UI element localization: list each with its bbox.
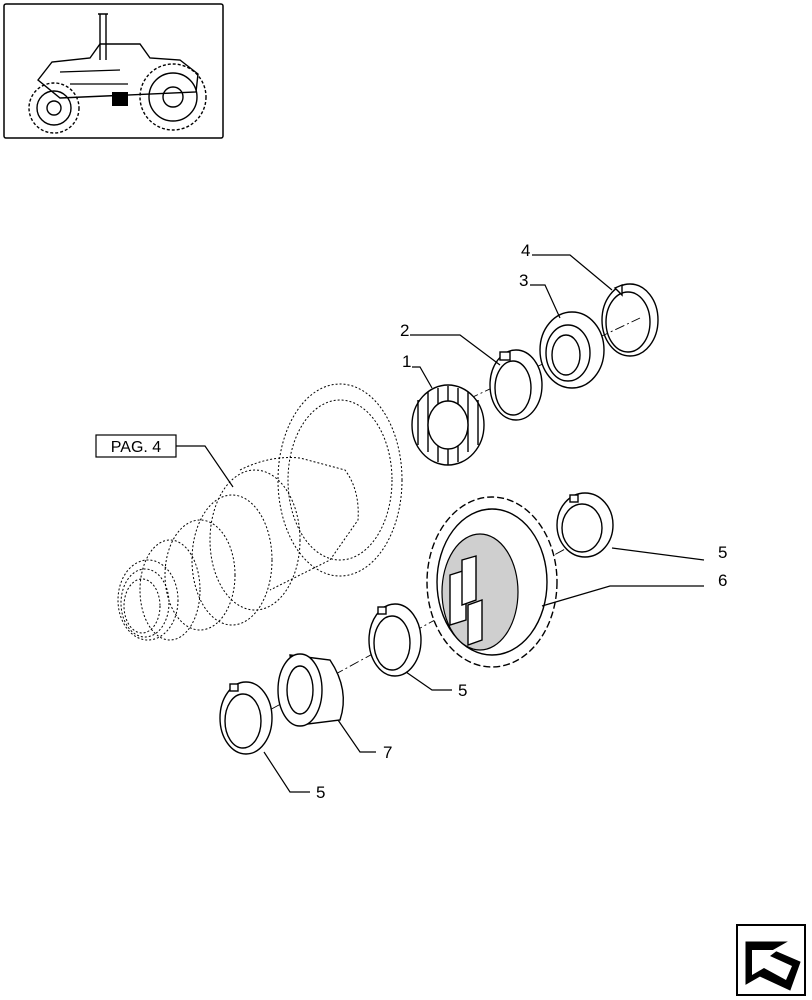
leader-3 (530, 284, 561, 319)
callout-4: 4 (521, 241, 530, 260)
callout-1: 1 (402, 352, 411, 371)
leader-1 (412, 366, 433, 389)
spacer-ring-right (556, 492, 614, 558)
callout-5-middle: 5 (458, 681, 467, 700)
leader-2 (410, 334, 501, 366)
next-page-arrow-icon[interactable] (736, 924, 806, 996)
sleeve (277, 653, 345, 727)
leader-6 (541, 585, 704, 607)
leader-5c (263, 751, 310, 793)
leader-5b (405, 671, 452, 691)
callout-5-right: 5 (718, 543, 727, 562)
thrust-washer (489, 349, 543, 421)
page-reference-label: PAG. 4 (111, 439, 161, 456)
tractor-thumbnail (3, 3, 224, 139)
callout-2: 2 (400, 321, 409, 340)
spacer-ring-middle (368, 603, 422, 677)
callout-5-left: 5 (316, 783, 325, 802)
leader-4 (532, 254, 613, 291)
page-reference-box[interactable]: PAG. 4 (95, 434, 177, 458)
callout-6: 6 (718, 571, 727, 590)
spacer-ring-left (219, 681, 273, 755)
bearing-ring (539, 311, 605, 389)
needle-roller-cage (411, 384, 485, 466)
reference-leader-line (176, 445, 234, 488)
leader-7 (337, 719, 376, 753)
snap-ring (601, 283, 659, 357)
leader-5a (611, 547, 705, 561)
splined-gear (426, 496, 558, 668)
shaft-assembly (117, 383, 403, 641)
callout-3: 3 (519, 271, 528, 290)
callout-7: 7 (383, 743, 392, 762)
